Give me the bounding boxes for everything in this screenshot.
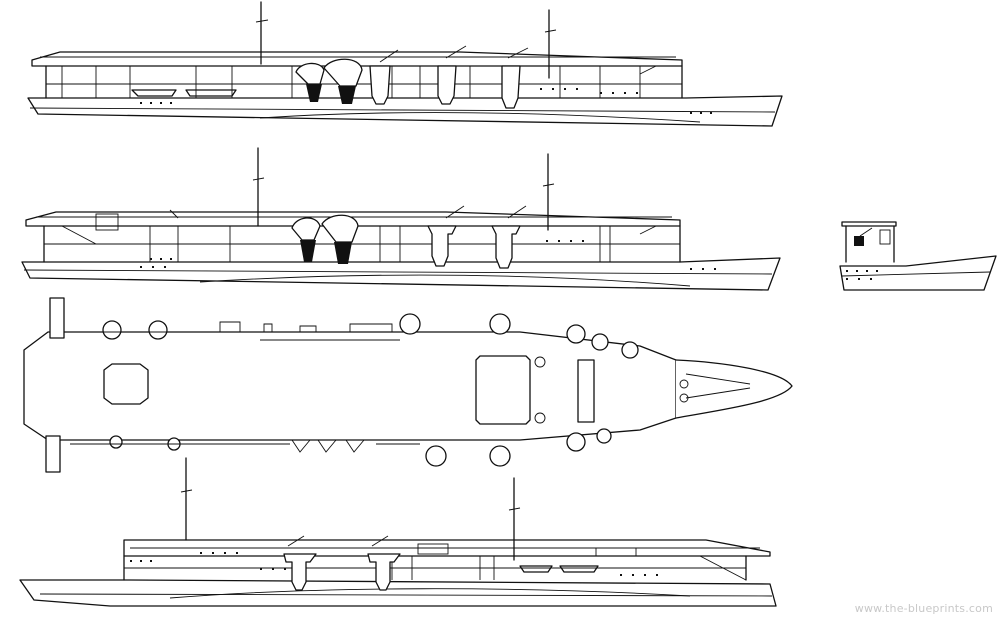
flight-deck-plan-view [23,297,793,473]
port-profile-lower-view [19,457,777,607]
starboard-profile-view [27,1,783,127]
watermark-text: www.the-blueprints.com [854,602,993,615]
port-profile-view [21,147,781,291]
funnel-pair [295,58,363,104]
bow-section-view [839,221,997,291]
